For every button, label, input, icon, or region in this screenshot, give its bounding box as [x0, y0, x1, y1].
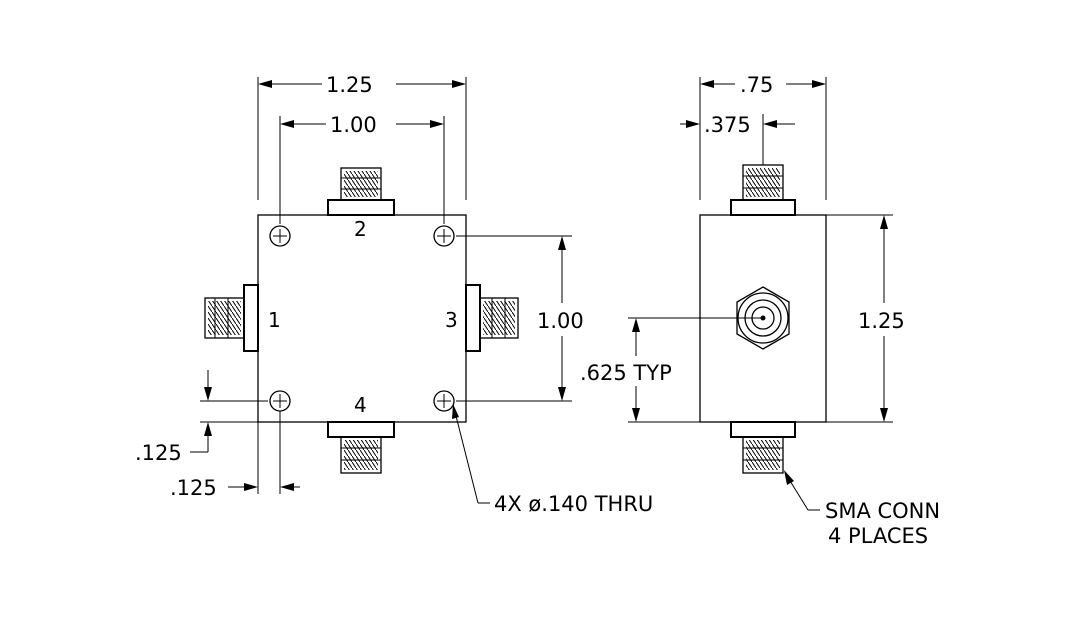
dimension-side-height: 1.25 [826, 214, 905, 423]
port-label-3: 3 [445, 308, 458, 332]
dimension-connector-height: .625 TYP [580, 317, 763, 423]
mounting-hole-bottom-left [269, 390, 291, 412]
dimension-hole-height: 1.00 [456, 235, 584, 402]
hole-callout-label: 4X ø.140 THRU [494, 492, 653, 516]
mounting-hole-top-right [433, 225, 455, 247]
dimension-horizontal-offset: .125 [170, 411, 300, 500]
dimension-hole-spacing: 1.00 [279, 113, 445, 224]
dimension-side-height-label: 1.25 [858, 309, 905, 333]
connector-callout: SMA CONN 4 PLACES [784, 470, 940, 548]
hole-callout: 4X ø.140 THRU [452, 404, 653, 516]
side-view: .75 .375 1.25 . [580, 73, 940, 548]
sma-connector-right [465, 284, 519, 352]
dimension-hole-spacing-label: 1.00 [330, 113, 377, 137]
port-label-4: 4 [354, 393, 367, 417]
connector-callout-line1: SMA CONN [825, 499, 940, 523]
dimension-vertical-offset-label: .125 [135, 441, 182, 465]
sma-connector-top [327, 167, 395, 216]
mounting-hole-top-left [269, 225, 291, 247]
dimension-side-width: .75 [699, 73, 827, 200]
port-label-1: 1 [268, 308, 281, 332]
connector-callout-line2: 4 PLACES [828, 524, 928, 548]
dimension-hole-height-label: 1.00 [537, 309, 584, 333]
sma-connector-left [204, 284, 259, 352]
sma-connector-bottom [327, 421, 395, 474]
dimension-horizontal-offset-label: .125 [170, 476, 217, 500]
dimension-connector-height-label: .625 TYP [580, 361, 672, 385]
dimension-side-center-label: .375 [704, 113, 751, 137]
dimension-front-width-label: 1.25 [326, 73, 373, 97]
mounting-hole-bottom-right [433, 390, 455, 412]
front-body [257, 214, 467, 423]
dimension-vertical-offset: .125 [135, 370, 268, 465]
dimension-front-width: 1.25 [257, 73, 467, 200]
front-view: 1 2 3 4 1.25 1.00 [135, 73, 653, 516]
port-label-2: 2 [354, 217, 367, 241]
side-connector-top [730, 164, 796, 216]
dimension-side-width-label: .75 [740, 73, 773, 97]
dimension-side-center: .375 [680, 113, 795, 165]
side-connector-bottom [730, 421, 796, 474]
